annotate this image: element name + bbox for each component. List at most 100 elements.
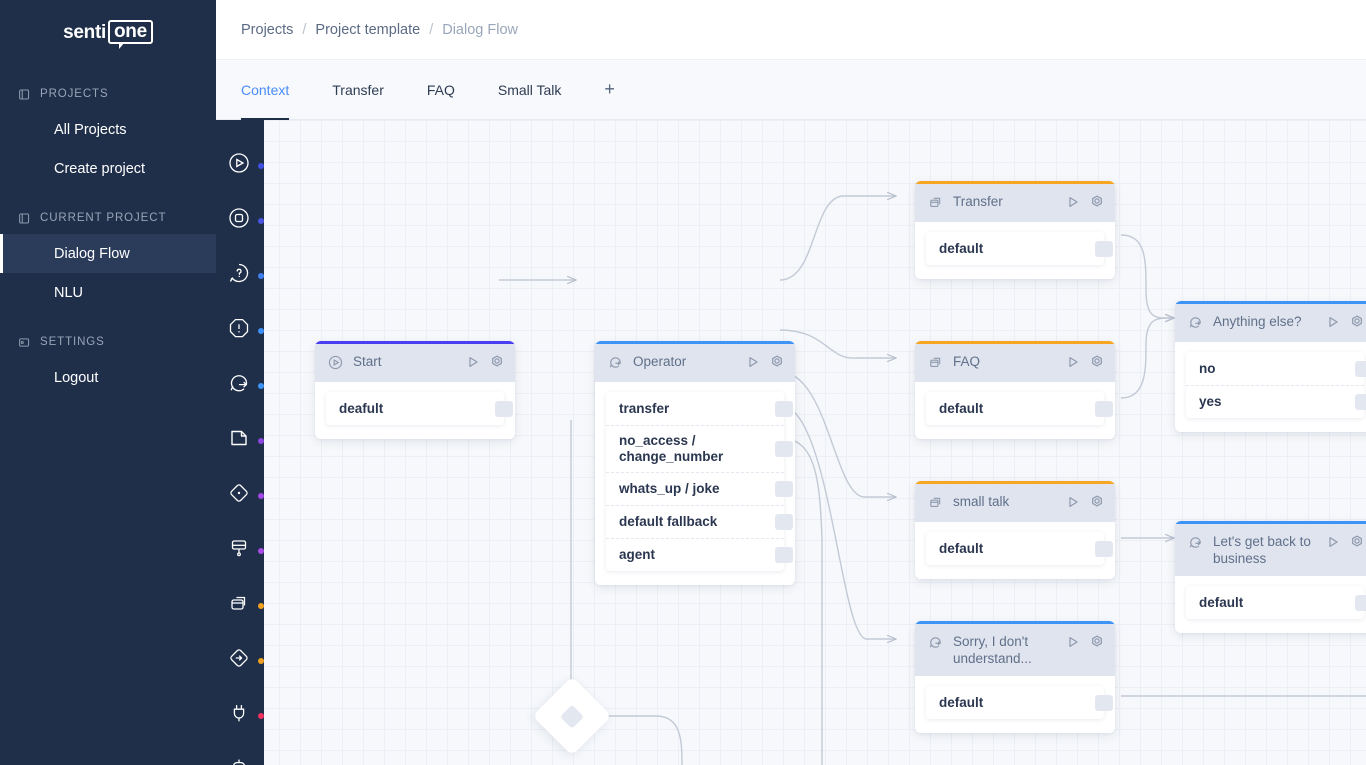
breadcrumb: Projects / Project template / Dialog Flo… <box>216 0 1366 60</box>
node-transfer[interactable]: Transfer default <box>915 181 1115 279</box>
form-input-icon <box>226 535 252 566</box>
stack-cards-icon <box>927 194 944 211</box>
sidebar: senti one PROJECTS All Projects Create p… <box>0 0 216 765</box>
node-row[interactable]: default <box>1186 586 1366 619</box>
node-row-port[interactable] <box>1095 240 1113 257</box>
node-run-button[interactable] <box>1065 194 1081 210</box>
node-row-label: agent <box>619 547 656 562</box>
node-row[interactable]: no <box>1186 352 1366 385</box>
tool-question-bubble[interactable] <box>216 248 264 303</box>
node-run-button[interactable] <box>1065 634 1081 650</box>
node-row[interactable]: default <box>926 532 1113 565</box>
tab-add-button[interactable]: + <box>604 79 615 99</box>
node-run-button[interactable] <box>1325 314 1341 330</box>
node-row-port[interactable] <box>775 400 793 417</box>
node-settings-button[interactable] <box>1349 314 1365 330</box>
node-run-button[interactable] <box>465 354 481 370</box>
breadcrumb-item-projects[interactable]: Projects <box>241 21 294 38</box>
diamond-arrow-icon <box>226 645 252 676</box>
node-run-button[interactable] <box>1065 354 1081 370</box>
tool-diamond-dot[interactable] <box>216 468 264 523</box>
node-settings-button[interactable] <box>1349 534 1365 550</box>
node-title: Transfer <box>953 194 1003 209</box>
node-row[interactable]: agent <box>606 538 793 571</box>
node-accent-bar <box>315 341 515 344</box>
node-rows: default <box>926 232 1113 265</box>
dialog-flow-canvas[interactable]: Start deafult <box>216 120 1366 765</box>
node-start[interactable]: Start deafult <box>315 341 515 439</box>
node-row-port[interactable] <box>775 481 793 497</box>
node-row-label: no_access / change_number <box>619 433 724 464</box>
brand-logo[interactable]: senti one <box>0 0 216 64</box>
tool-stop-circle[interactable] <box>216 193 264 248</box>
tool-dot <box>258 657 264 664</box>
node-row-port[interactable] <box>1095 694 1113 711</box>
node-faq[interactable]: FAQ default <box>915 341 1115 439</box>
node-row-port[interactable] <box>1095 400 1113 417</box>
sidebar-item-dialog-flow[interactable]: Dialog Flow <box>0 234 216 273</box>
node-row[interactable]: yes <box>1186 385 1366 418</box>
node-body: no yes <box>1175 342 1366 432</box>
node-small-talk[interactable]: small talk default <box>915 481 1115 579</box>
node-row[interactable]: transfer <box>606 392 793 425</box>
node-settings-button[interactable] <box>1089 494 1105 510</box>
node-settings-button[interactable] <box>1089 634 1105 650</box>
tool-plug[interactable] <box>216 688 264 743</box>
sidebar-section-projects: PROJECTS <box>0 78 216 110</box>
tool-reply-bubble[interactable] <box>216 358 264 413</box>
node-row[interactable]: default <box>926 232 1113 265</box>
tool-form-input[interactable] <box>216 523 264 578</box>
node-operator[interactable]: Operator transfer n <box>595 341 795 585</box>
tab-bar: Context Transfer FAQ Small Talk + <box>216 60 1366 120</box>
alert-octagon-icon <box>226 315 252 346</box>
tool-play-circle[interactable] <box>216 138 264 193</box>
node-row[interactable]: no_access / change_number <box>606 425 793 472</box>
node-settings-button[interactable] <box>1089 194 1105 210</box>
node-row-port[interactable] <box>1355 394 1366 410</box>
node-row[interactable]: default fallback <box>606 505 793 538</box>
node-header: Let's get back to business <box>1175 524 1366 576</box>
node-row-port[interactable] <box>775 547 793 563</box>
sidebar-item-all-projects[interactable]: All Projects <box>54 121 127 138</box>
node-row[interactable]: default <box>926 392 1113 425</box>
node-row-port[interactable] <box>775 441 793 457</box>
tool-robot[interactable] <box>216 743 264 765</box>
node-back-to-business[interactable]: Let's get back to business default <box>1175 521 1366 633</box>
sidebar-item-nlu[interactable]: NLU <box>54 284 84 301</box>
tool-dot <box>258 327 264 334</box>
tab-small-talk[interactable]: Small Talk <box>497 81 562 98</box>
node-header: Operator <box>595 344 795 382</box>
sidebar-item-logout[interactable]: Logout <box>54 369 99 386</box>
tool-stack-cards[interactable] <box>216 578 264 633</box>
node-row-port[interactable] <box>1355 594 1366 611</box>
node-run-button[interactable] <box>1065 494 1081 510</box>
node-row-port[interactable] <box>495 400 513 417</box>
node-settings-button[interactable] <box>489 354 505 370</box>
node-row[interactable]: whats_up / joke <box>606 472 793 505</box>
node-row-label: default <box>939 240 984 256</box>
node-row-port[interactable] <box>775 514 793 530</box>
node-rows: deafult <box>326 392 513 425</box>
node-sorry-dont-understand[interactable]: Sorry, I don't understand... default <box>915 621 1115 733</box>
node-title: FAQ <box>953 354 981 369</box>
node-rows: no yes <box>1186 352 1366 418</box>
node-row-port[interactable] <box>1355 360 1366 377</box>
tool-document[interactable] <box>216 413 264 468</box>
node-row[interactable]: deafult <box>326 392 513 425</box>
tab-faq[interactable]: FAQ <box>426 81 455 98</box>
node-run-button[interactable] <box>1325 534 1341 550</box>
breadcrumb-item-project-template[interactable]: Project template <box>315 21 421 38</box>
tab-transfer[interactable]: Transfer <box>332 81 384 98</box>
tool-diamond-arrow[interactable] <box>216 633 264 688</box>
tab-context[interactable]: Context <box>241 60 290 120</box>
sidebar-item-create-project[interactable]: Create project <box>54 160 146 177</box>
decision-port[interactable] <box>559 703 585 729</box>
node-run-button[interactable] <box>745 354 761 370</box>
tool-alert-octagon[interactable] <box>216 303 264 358</box>
node-row[interactable]: default <box>926 686 1113 719</box>
node-settings-button[interactable] <box>1089 354 1105 370</box>
node-settings-button[interactable] <box>769 354 785 370</box>
node-row-port[interactable] <box>1095 540 1113 557</box>
node-anything-else[interactable]: Anything else? no y <box>1175 301 1366 432</box>
